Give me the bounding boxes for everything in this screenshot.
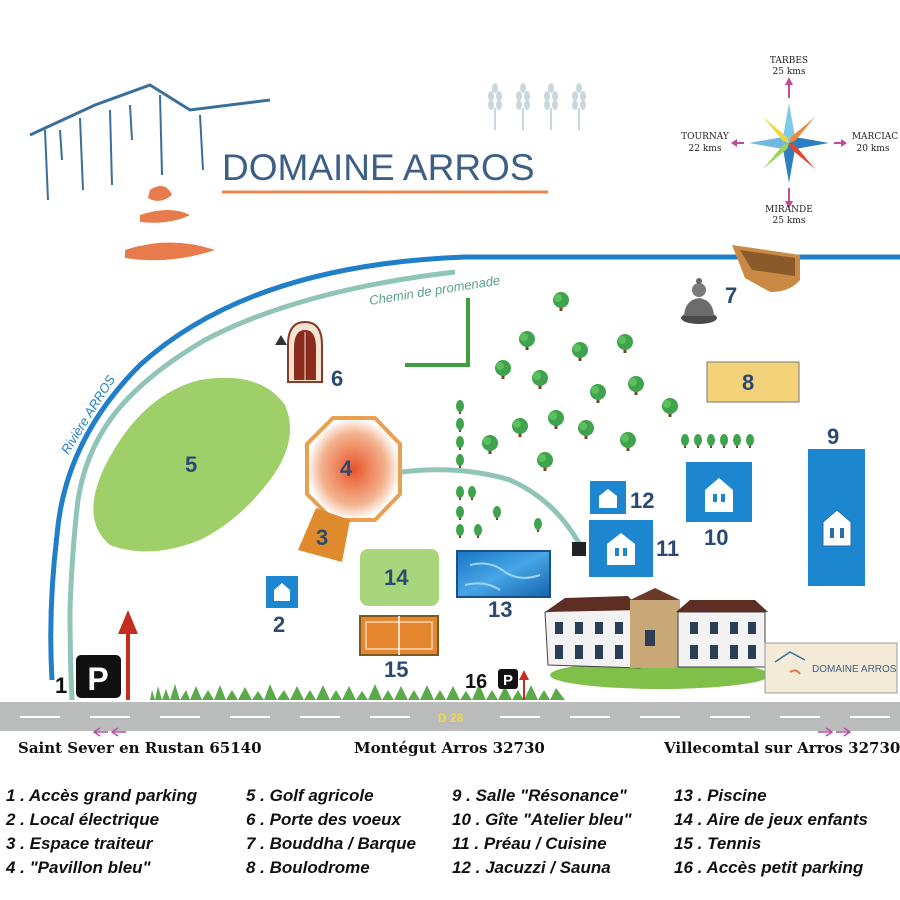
direction-arrows-left (92, 727, 126, 737)
grass-strip (150, 684, 565, 700)
road-label: D 28 (438, 711, 464, 725)
compass-west-dist: 22 kms (689, 144, 722, 154)
legend-item: 11 . Préau / Cuisine (452, 834, 607, 853)
legend-item: 8 . Boulodrome (246, 858, 370, 877)
pavilion (305, 416, 402, 522)
marker-9: 9 (827, 424, 839, 449)
town-left: Saint Sever en Rustan 65140 (18, 739, 262, 757)
building-11 (572, 520, 653, 577)
legend-col-3: 9 . Salle "Résonance" 10 . Gîte "Atelier… (452, 784, 632, 880)
river (48, 254, 900, 681)
main-house (544, 588, 770, 689)
marker-16: 16 (465, 671, 487, 693)
domain-sign (764, 642, 898, 694)
legend-item: 10 . Gîte "Atelier bleu" (452, 810, 632, 829)
marker-5: 5 (185, 452, 197, 477)
building-12 (590, 481, 626, 514)
compass-east-name: MARCIAC (852, 132, 898, 142)
path-label: Chemin de promenade (368, 272, 501, 308)
town-center: Montégut Arros 32730 (354, 739, 545, 757)
parking-icon-small: P (498, 669, 518, 689)
legend-item: 13 . Piscine (674, 786, 767, 805)
building-2 (266, 576, 298, 608)
tennis-court (359, 615, 439, 656)
legend-item: 5 . Golf agricole (246, 786, 374, 805)
direction-arrows-right (818, 727, 852, 737)
compass-rose (731, 77, 847, 209)
hedge (405, 298, 470, 367)
legend-item: 12 . Jacuzzi / Sauna (452, 858, 611, 877)
parking-icon-large: P (76, 655, 121, 698)
marker-11: 11 (656, 536, 679, 561)
marker-7: 7 (725, 283, 737, 308)
river-label: Rivière ARROS (58, 372, 118, 456)
marker-14: 14 (384, 565, 409, 590)
legend-col-4: 13 . Piscine 14 . Aire de jeux enfants 1… (674, 784, 868, 880)
golf-area (93, 377, 290, 552)
legend-item: 3 . Espace traiteur (6, 834, 153, 853)
marker-12: 12 (630, 488, 654, 513)
wheat-icon (488, 83, 586, 130)
legend-item: 14 . Aire de jeux enfants (674, 810, 868, 829)
marker-10: 10 (704, 525, 728, 550)
legend-col-1: 1 . Accès grand parking 2 . Local électr… (6, 784, 197, 880)
compass-north-name: TARBES (770, 56, 808, 66)
legend-item: 2 . Local électrique (6, 810, 160, 829)
play-area (360, 549, 439, 606)
boulodrome (706, 361, 800, 403)
legend-item: 1 . Accès grand parking (6, 786, 198, 805)
domain-title: DOMAINE ARROS (222, 147, 535, 188)
building-10 (686, 462, 752, 522)
marker-1: 1 (55, 673, 67, 698)
marker-4: 4 (340, 456, 353, 481)
svg-text:P: P (503, 672, 513, 689)
wish-door-icon (275, 320, 323, 383)
town-right: Villecomtal sur Arros 32730 (664, 739, 900, 757)
buddha-icon (681, 278, 717, 324)
marker-3: 3 (316, 525, 328, 550)
marker-6: 6 (331, 366, 343, 391)
legend-col-2: 5 . Golf agricole 6 . Porte des voeux 7 … (246, 784, 416, 880)
compass-east-dist: 20 kms (857, 144, 890, 154)
legend-item: 4 . "Pavillon bleu" (6, 858, 151, 877)
svg-text:P: P (87, 661, 108, 697)
logo (29, 83, 271, 261)
legend-item: 9 . Salle "Résonance" (452, 786, 627, 805)
legend-item: 16 . Accès petit parking (674, 858, 864, 877)
legend-item: 7 . Bouddha / Barque (246, 834, 417, 853)
compass-west-name: TOURNAY (681, 132, 730, 142)
boat-icon (732, 245, 800, 292)
building-9 (808, 449, 865, 586)
catering-building (298, 508, 350, 562)
swimming-pool (456, 550, 551, 598)
sign-text: DOMAINE ARROS (812, 664, 897, 675)
marker-8: 8 (742, 370, 754, 395)
marker-2: 2 (273, 612, 285, 637)
compass-south-name: MIRANDE (765, 205, 813, 215)
legend-item: 15 . Tennis (674, 834, 762, 853)
compass-north-dist: 25 kms (773, 67, 806, 77)
walking-path (67, 269, 456, 701)
legend-item: 6 . Porte des voeux (246, 810, 401, 829)
marker-13: 13 (488, 597, 512, 622)
compass-south-dist: 25 kms (773, 216, 806, 226)
entrance-arrow-large (118, 610, 138, 700)
entrance-arrow-small (519, 670, 529, 700)
marker-15: 15 (384, 657, 408, 682)
